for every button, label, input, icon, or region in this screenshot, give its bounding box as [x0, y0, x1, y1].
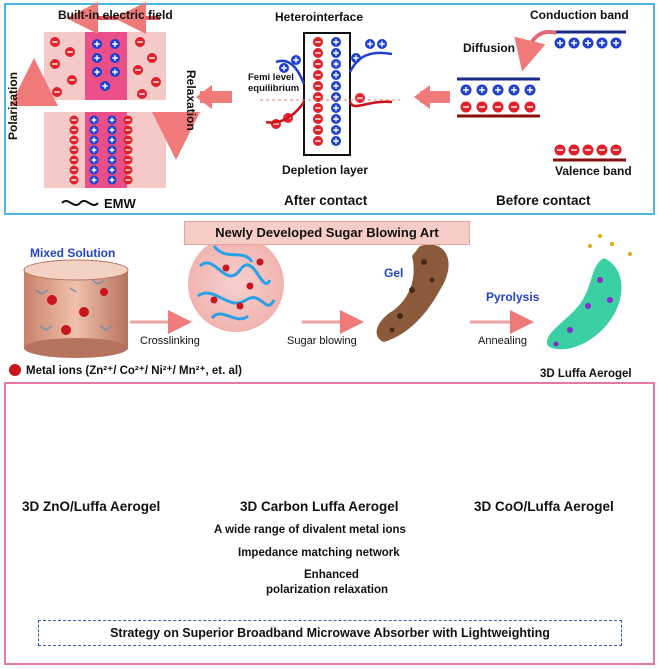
built-in-field-label: Built-in electric field — [58, 8, 173, 22]
metal-ions-label: Metal ions (Zn²⁺/ Co²⁺/ Ni²⁺/ Mn²⁺, et. … — [26, 363, 242, 377]
depletion-layer-label: Depletion layer — [282, 163, 368, 177]
carbon-aerogel-label: 3D Carbon Luffa Aerogel — [240, 499, 399, 514]
coo-aerogel-label: 3D CoO/Luffa Aerogel — [474, 499, 614, 514]
polarization-label: Polarization — [6, 72, 20, 140]
funnel-step-3-line-1: Enhanced — [304, 569, 359, 581]
crosslinked-network — [188, 236, 284, 332]
luffa-aerogel-structure — [547, 234, 632, 349]
funnel-step-2: Impedance matching network — [238, 547, 400, 559]
gel-label: Gel — [384, 266, 403, 280]
polarization-block — [44, 32, 166, 188]
mixed-solution-beaker — [24, 260, 128, 358]
crosslinking-label: Crosslinking — [140, 335, 200, 347]
annealing-label: Annealing — [478, 335, 527, 347]
femi-line-1: Femi level — [248, 72, 294, 83]
valence-band-label: Valence band — [555, 164, 632, 178]
heterointerface-block — [260, 33, 400, 155]
luffa-aerogel-label: 3D Luffa Aerogel — [540, 368, 632, 380]
funnel-step-1: A wide range of divalent metal ions — [214, 524, 406, 536]
sugar-blowing-label: Sugar blowing — [287, 335, 357, 347]
conduction-band-label: Conduction band — [530, 8, 629, 22]
diffusion-label: Diffusion — [463, 41, 515, 55]
before-contact-label: Before contact — [496, 193, 591, 208]
big-arrow-2-head — [414, 85, 430, 109]
femi-line-2: equilibrium — [248, 83, 299, 94]
sugar-blowing-title: Newly Developed Sugar Blowing Art — [184, 221, 470, 245]
funnel-step-3-line-2: polarization relaxation — [266, 584, 388, 596]
strategy-box: Strategy on Superior Broadband Microwave… — [38, 620, 622, 646]
emw-wave-icon — [62, 201, 98, 205]
pyrolysis-label: Pyrolysis — [486, 290, 539, 304]
zno-aerogel-label: 3D ZnO/Luffa Aerogel — [22, 499, 160, 514]
mixed-solution-label: Mixed Solution — [30, 246, 115, 260]
relaxation-label: Relaxation — [184, 70, 198, 131]
big-arrow-1-head — [196, 85, 212, 109]
gel-structure — [377, 244, 449, 342]
after-contact-label: After contact — [284, 193, 367, 208]
heterointerface-label: Heterointerface — [275, 10, 363, 24]
metal-ion-icon — [9, 364, 21, 376]
emw-label: EMW — [104, 196, 136, 211]
